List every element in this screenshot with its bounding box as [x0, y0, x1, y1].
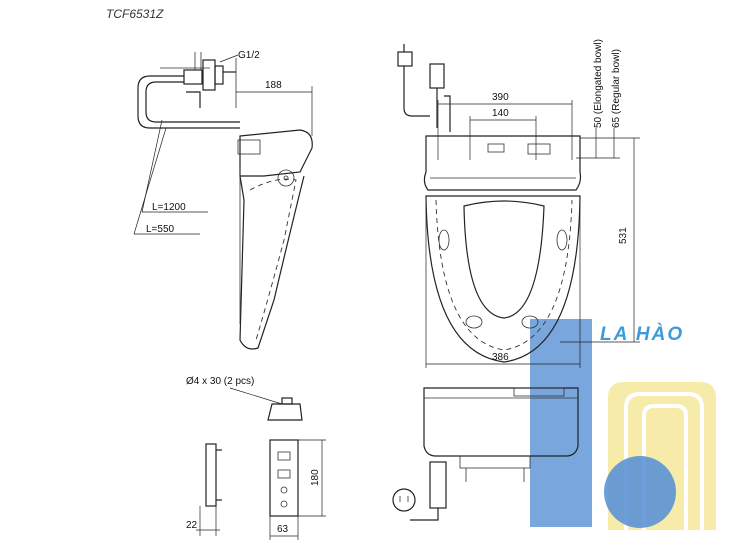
bracket-front-plate — [269, 439, 299, 517]
rear-base — [459, 455, 531, 469]
rear-body — [423, 387, 579, 457]
model-title: TCF6531Z — [106, 7, 164, 21]
thread-label: G1/2 — [238, 50, 260, 61]
hose-short — [145, 81, 240, 123]
offset-elongated-label: 50 (Elongated bowl) — [593, 39, 604, 128]
valve-nut — [214, 65, 224, 85]
screw-leader — [229, 387, 283, 405]
nozzle-center — [283, 175, 289, 181]
screw-head — [267, 403, 303, 421]
bracket-views: Ø4 x 30 (2 pcs) 22 180 63 — [186, 376, 326, 540]
bracket-hole-1 — [280, 486, 288, 494]
rear-panel — [513, 387, 565, 397]
seat-ring-outline — [425, 195, 581, 363]
side-view: G1/2 188 L=1200 L=550 — [133, 50, 313, 350]
plan-valve-1 — [397, 51, 413, 67]
logo-blue-bar — [530, 319, 592, 527]
valve-drop — [186, 91, 201, 108]
rear-power-cord-box — [429, 461, 447, 509]
hose-short-label: L=550 — [146, 224, 175, 235]
bumper-front-left — [465, 315, 483, 329]
bracket-slot-1 — [277, 451, 291, 461]
inner-spacing-label: 140 — [492, 108, 509, 119]
seat-hidden-line — [249, 178, 297, 341]
valve-connector — [202, 59, 216, 91]
valve-body — [183, 69, 203, 85]
thickness-dim-label: 22 — [186, 520, 198, 531]
plan-hose-1 — [403, 66, 430, 117]
plan-view: 390 140 386 531 50 (Elongated bowl) 65 (… — [397, 39, 640, 368]
logo-arch-stripe-2 — [642, 404, 688, 530]
nozzle-circle — [277, 169, 295, 187]
hose-short-leader — [133, 127, 167, 235]
bracket-height-label: 180 — [310, 469, 321, 486]
hose-long — [137, 75, 240, 129]
width-dim-label: 386 — [492, 352, 509, 363]
bowl-opening — [463, 200, 545, 319]
logo-arch-stripe-1 — [624, 392, 704, 530]
logo-blue-circle — [604, 456, 676, 528]
seat-upper-body — [239, 129, 313, 177]
plan-hose-3 — [444, 95, 451, 132]
length-dim-label: 531 — [618, 227, 629, 244]
side-connector — [237, 139, 261, 155]
thread-leader — [219, 54, 239, 63]
offset-regular-label: 65 (Regular bowl) — [611, 49, 622, 128]
power-plug — [392, 488, 416, 512]
seat-lower-body — [239, 175, 305, 350]
seat-back-housing — [423, 135, 582, 191]
depth-dim-label: 188 — [265, 80, 282, 91]
bracket-side-plate — [205, 443, 217, 507]
control-slot-2 — [527, 143, 551, 155]
logo-text: LA HÀO — [600, 323, 684, 345]
bumper-right — [556, 229, 568, 251]
rear-view — [392, 387, 579, 521]
bumper-left — [438, 229, 450, 251]
bracket-slot-2 — [277, 469, 291, 479]
la-hao-logo: LA HÀO — [530, 319, 716, 530]
plan-valve-2 — [429, 63, 445, 89]
seat-inner-dash — [435, 199, 573, 351]
screw-label: Ø4 x 30 (2 pcs) — [186, 376, 254, 387]
bolt-spacing-label: 390 — [492, 92, 509, 103]
bumper-front-right — [521, 315, 539, 329]
screw-top — [281, 397, 293, 405]
bracket-width-label: 63 — [277, 524, 289, 535]
control-slot-1 — [487, 143, 505, 153]
hose-long-label: L=1200 — [152, 202, 186, 213]
bracket-hole-2 — [280, 500, 288, 508]
rear-cord — [410, 508, 439, 521]
